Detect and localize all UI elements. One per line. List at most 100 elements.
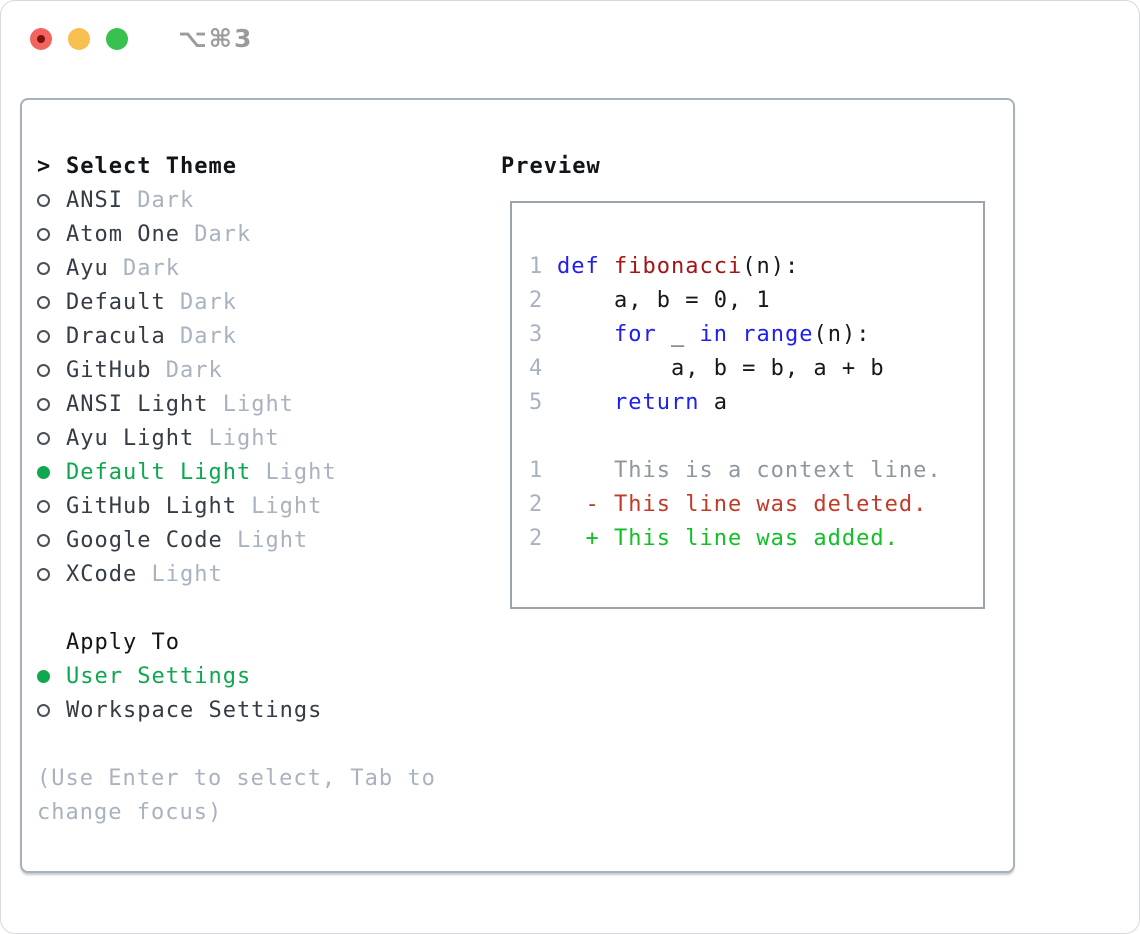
code-text: return a <box>613 389 728 415</box>
window-shortcut-label: ⌥⌘3 <box>178 24 254 53</box>
radio-icon <box>37 397 50 411</box>
prompt-caret-icon: > <box>37 153 52 179</box>
radio-icon <box>37 363 50 377</box>
theme-option[interactable]: Default Dark <box>37 285 497 319</box>
line-number: 2 <box>529 491 544 517</box>
line-number: 1 <box>529 457 544 483</box>
theme-name: ANSI <box>66 187 138 213</box>
theme-variant: Dark <box>194 221 252 247</box>
apply-to-heading: Apply To <box>37 625 497 659</box>
theme-variant: Dark <box>122 255 180 281</box>
code-text: for _ in range(n): <box>613 321 871 347</box>
apply-to-option-label: User Settings <box>66 663 252 689</box>
code-line <box>529 419 983 453</box>
theme-name: XCode <box>66 561 152 587</box>
titlebar: ⌥⌘3 <box>30 24 254 53</box>
theme-option[interactable]: Dracula Dark <box>37 319 497 353</box>
line-number: 3 <box>529 321 544 347</box>
code-text: - This line was deleted. <box>557 491 928 517</box>
theme-variant: Light <box>265 459 337 485</box>
preview-heading: Preview <box>501 149 601 183</box>
theme-variant: Light <box>151 561 223 587</box>
theme-variant: Dark <box>179 323 237 349</box>
code-text: This is a context line. <box>557 457 942 483</box>
radio-icon <box>37 193 50 207</box>
radio-icon <box>37 431 50 445</box>
apply-to-option[interactable]: User Settings <box>37 659 497 693</box>
theme-name: GitHub Light <box>66 493 252 519</box>
hint-line-2: change focus) <box>37 799 223 825</box>
radio-icon <box>37 329 50 343</box>
theme-name: Ayu Light <box>66 425 209 451</box>
line-number: 4 <box>529 355 544 381</box>
theme-variant: Light <box>222 391 294 417</box>
theme-name: Default <box>66 289 180 315</box>
code-line: 2 a, b = 0, 1 <box>529 283 983 317</box>
code-text: a, b = b, a + b <box>557 355 885 381</box>
theme-option[interactable]: ANSI Light Light <box>37 387 497 421</box>
spacer <box>37 591 497 625</box>
hint-line-1: (Use Enter to select, Tab to <box>37 765 436 791</box>
code-line: 2 - This line was deleted. <box>529 487 983 521</box>
code-rows: 1 def fibonacci(n): 2 a, b = 0, 1 3 for … <box>529 249 983 555</box>
theme-option[interactable]: Atom One Dark <box>37 217 497 251</box>
theme-name: GitHub <box>66 357 166 383</box>
theme-variant: Dark <box>165 357 223 383</box>
code-line: 1 This is a context line. <box>529 453 983 487</box>
preview-heading-label: Preview <box>501 153 601 179</box>
theme-option[interactable]: Ayu Light Light <box>37 421 497 455</box>
radio-icon <box>37 567 50 581</box>
radio-icon <box>37 261 50 275</box>
line-number: 1 <box>529 253 544 279</box>
theme-name: Ayu <box>66 255 123 281</box>
theme-option[interactable]: GitHub Light Light <box>37 489 497 523</box>
apply-to-option[interactable]: Workspace Settings <box>37 693 497 727</box>
theme-option[interactable]: Ayu Dark <box>37 251 497 285</box>
theme-option[interactable]: Default Light Light <box>37 455 497 489</box>
radio-icon <box>37 465 50 479</box>
theme-option[interactable]: XCode Light <box>37 557 497 591</box>
code-text: + This line was added. <box>557 525 899 551</box>
code-line: 4 a, b = b, a + b <box>529 351 983 385</box>
theme-list-column: > Select Theme ANSI Dark Atom One Dark A… <box>37 149 497 829</box>
line-number: 2 <box>529 287 544 313</box>
theme-name: Google Code <box>66 527 237 553</box>
maximize-button[interactable] <box>106 28 128 50</box>
select-theme-heading-label: Select Theme <box>66 153 237 179</box>
theme-name: Dracula <box>66 323 180 349</box>
close-button[interactable] <box>30 28 52 50</box>
spacer <box>37 727 497 761</box>
theme-option[interactable]: GitHub Dark <box>37 353 497 387</box>
select-theme-heading: > Select Theme <box>37 149 497 183</box>
apply-to-list: User Settings Workspace Settings <box>37 659 497 727</box>
preview-box: 1 def fibonacci(n): 2 a, b = 0, 1 3 for … <box>510 201 985 609</box>
theme-option[interactable]: Google Code Light <box>37 523 497 557</box>
radio-icon <box>37 499 50 513</box>
theme-picker-panel: > Select Theme ANSI Dark Atom One Dark A… <box>20 98 1015 873</box>
theme-variant: Light <box>251 493 323 519</box>
radio-icon <box>37 227 50 241</box>
theme-variant: Dark <box>179 289 237 315</box>
apply-to-heading-label: Apply To <box>66 629 180 655</box>
radio-icon <box>37 669 50 683</box>
theme-variant: Light <box>208 425 280 451</box>
close-dot-icon <box>37 35 45 43</box>
code-text: a, b = 0, 1 <box>557 287 771 313</box>
code-line: 3 for _ in range(n): <box>529 317 983 351</box>
minimize-button[interactable] <box>68 28 90 50</box>
theme-option[interactable]: ANSI Dark <box>37 183 497 217</box>
theme-name: Atom One <box>66 221 195 247</box>
theme-name: ANSI Light <box>66 391 223 417</box>
theme-list: ANSI Dark Atom One Dark Ayu Dark Default… <box>37 183 497 591</box>
apply-to-option-label: Workspace Settings <box>66 697 323 723</box>
radio-icon <box>37 533 50 547</box>
line-number: 2 <box>529 525 544 551</box>
radio-icon <box>37 295 50 309</box>
radio-icon <box>37 703 50 717</box>
theme-name: Default Light <box>66 459 266 485</box>
line-number: 5 <box>529 389 544 415</box>
theme-variant: Dark <box>137 187 195 213</box>
code-text: def fibonacci(n): <box>557 253 800 279</box>
code-line: 5 return a <box>529 385 983 419</box>
